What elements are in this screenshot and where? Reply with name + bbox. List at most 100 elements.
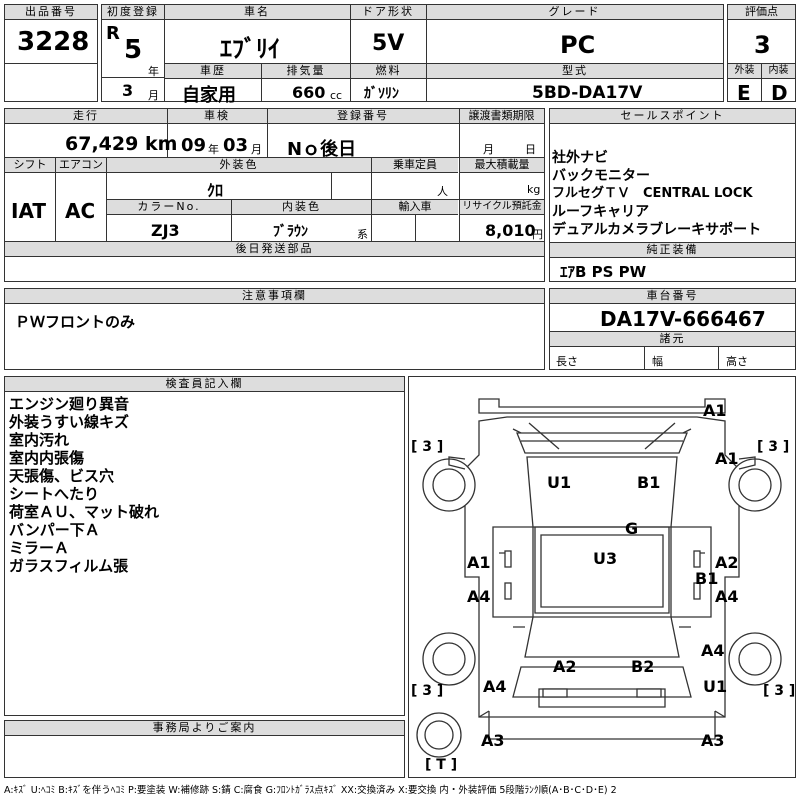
inspector-note: 荷室ＡＵ、マット破れ	[9, 503, 160, 521]
reg-no-header: 登録番号	[267, 109, 459, 124]
mileage-value: 67,429	[65, 133, 139, 155]
gatsu-unit: 月	[251, 143, 262, 156]
tire-rating: [ 3 ]	[411, 683, 444, 699]
lot-number-header: 出品番号	[5, 5, 97, 20]
inspector-note: シートへたり	[9, 485, 100, 503]
spec-length-label: 長さ	[556, 355, 578, 368]
std-equip-header: 純正装備	[550, 243, 795, 258]
damage-mark: A4	[715, 587, 739, 606]
km-unit: km	[145, 133, 178, 155]
transfer-day: 日	[525, 143, 536, 156]
first-reg-header: 初度登録	[102, 5, 164, 20]
inspection-header: 車検	[167, 109, 267, 124]
model-code: 5BD-DA17V	[532, 83, 643, 103]
yen-unit: 円	[532, 228, 543, 241]
car-name-header: 車名	[164, 5, 350, 20]
damage-mark: A4	[467, 587, 491, 606]
damage-mark: A2	[715, 553, 739, 572]
sales-point: ルーフキャリア	[552, 204, 650, 220]
exterior-color: ｸﾛ	[207, 181, 224, 200]
vehicle-spec-box: 初度登録 車名 ドア形状 グレード R 5 年 3 月 ｴﾌﾞﾘｲ 5V PC …	[101, 4, 724, 106]
inspector-note: エンジン廻り異音	[9, 395, 130, 413]
kg-unit: kg	[527, 183, 541, 196]
inspector-note: ガラスフィルム張	[9, 557, 129, 575]
recycle-fee: 8,010	[485, 221, 536, 240]
shift-header: シフト	[5, 158, 55, 173]
ac-type: AC	[65, 199, 96, 223]
inspector-note: バンパー下Ａ	[9, 521, 100, 539]
damage-mark: A1	[467, 553, 491, 572]
score-box: 評価点 3 外装 内装 E D	[727, 4, 796, 105]
damage-mark: U3	[593, 549, 618, 568]
office-header: 事務局よりご案内	[5, 721, 404, 736]
car-diagram-box: A1 A1 U1 B1 G A1 U3 A2 B1 A4 A4 A4 A2 B2…	[408, 376, 796, 778]
capacity-header: 乗車定員	[372, 158, 458, 173]
damage-mark: A3	[701, 731, 725, 750]
registration-number: Nｏ後日	[287, 139, 357, 160]
sales-point: フルセグＴＶ CENTRAL LOCK	[552, 186, 753, 201]
color-no-header: カラーNo.	[107, 200, 231, 215]
damage-mark: A3	[481, 731, 505, 750]
sales-points-list: 社外ナビ バックモニター フルセグＴＶ CENTRAL LOCK ルーフキャリア…	[552, 149, 761, 239]
tire-rating: [ 3 ]	[763, 683, 796, 699]
notes-header: 注意事項欄	[5, 289, 544, 304]
notes-box: 注意事項欄 ＰＷフロントのみ	[4, 288, 545, 370]
sales-point: バックモニター	[552, 168, 650, 184]
inspector-note: 室内内張傷	[9, 449, 85, 467]
damage-mark: B2	[631, 657, 655, 676]
mileage-header: 走行	[5, 109, 167, 124]
interior-grade: D	[771, 81, 788, 105]
exterior-grade: E	[737, 81, 751, 105]
inspector-note: 外装うすい線キズ	[9, 413, 130, 431]
color-number: ZJ3	[151, 221, 180, 240]
door-type: 5V	[372, 31, 405, 56]
damage-mark: G	[625, 519, 639, 538]
model-code-header: 型式	[427, 64, 723, 79]
score-header: 評価点	[728, 5, 795, 20]
later-parts-header: 後日発送部品	[5, 242, 544, 257]
month-unit: 月	[148, 89, 159, 102]
car-name: ｴﾌﾞﾘｲ	[220, 35, 280, 63]
lot-number-box: 出品番号 3228	[4, 4, 98, 102]
ext-color-header: 外装色	[107, 158, 371, 173]
import-header: 輸入車	[372, 200, 458, 215]
reg-month: 3	[122, 81, 134, 100]
damage-mark: U1	[703, 677, 728, 696]
specs-header: 諸元	[550, 332, 795, 347]
exterior-header: 外装	[728, 64, 761, 79]
lot-number: 3228	[17, 27, 90, 57]
int-color-header: 内装色	[232, 200, 371, 215]
tire-rating: [ 3 ]	[757, 439, 790, 455]
inspection-year: 09	[181, 135, 207, 156]
mileage-block: 走行 車検 登録番号 譲渡書類期限 67,429 km 09 年 03 月 Nｏ…	[4, 108, 545, 282]
damage-mark: A1	[703, 401, 727, 420]
spec-height-label: 高さ	[726, 355, 748, 368]
car-diagram	[416, 398, 782, 758]
vehicle-history: 自家用	[182, 85, 236, 106]
sales-point: デュアルカメラブレーキサポート	[552, 222, 762, 238]
inspector-header: 検査員記入欄	[5, 377, 404, 392]
chassis-header: 車台番号	[550, 289, 795, 304]
inspector-box: 検査員記入欄 エンジン廻り異音 外装うすい線キズ 室内汚れ 室内内張傷 天張傷、…	[4, 376, 405, 716]
grade-header: グレード	[426, 5, 723, 20]
transfer-month: 月	[483, 143, 494, 156]
score-value: 3	[754, 31, 771, 59]
inspector-note: 天張傷、ビス穴	[9, 467, 115, 485]
max-load-header: 最大積載量	[460, 158, 544, 173]
damage-mark: B1	[637, 473, 661, 492]
damage-mark: U1	[547, 473, 572, 492]
damage-mark: A2	[553, 657, 577, 676]
person-unit: 人	[437, 185, 448, 198]
std-equipment: ｴｱB PS PW	[560, 263, 647, 281]
history-header: 車歴	[165, 64, 261, 79]
year-unit: 年	[148, 65, 159, 78]
inspection-month: 03	[223, 135, 249, 156]
damage-mark: A4	[483, 677, 507, 696]
notes-text: ＰＷフロントのみ	[15, 313, 136, 331]
era: R	[106, 23, 120, 44]
displacement-header: 排気量	[262, 64, 350, 79]
damage-mark: B1	[695, 569, 719, 588]
legend: A:ｷｽﾞ U:ﾍｺﾐ B:ｷｽﾞを伴うﾍｺﾐ P:要塗装 W:補修跡 S:錆 …	[4, 785, 617, 796]
kei-unit: 系	[357, 228, 368, 241]
damage-mark: A4	[701, 641, 725, 660]
